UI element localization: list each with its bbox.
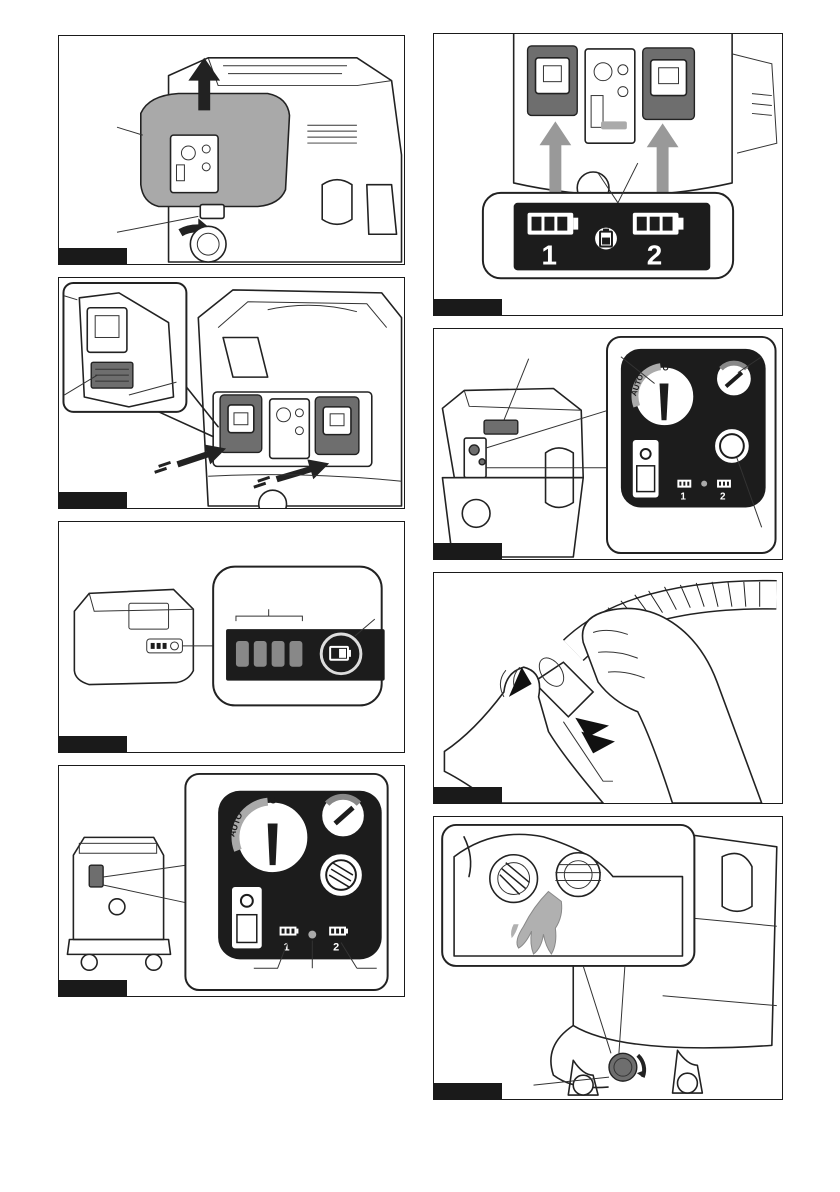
figure-tab xyxy=(434,543,502,559)
figure-hose-connect xyxy=(433,572,783,804)
figure-drain-cap xyxy=(433,816,783,1100)
right-hand xyxy=(583,608,762,803)
figure-tab xyxy=(59,980,127,996)
svg-text:I: I xyxy=(297,803,299,813)
battery-lamp-icon xyxy=(717,480,731,488)
hose-connect-illustration xyxy=(434,573,782,803)
battery-icon xyxy=(220,395,262,453)
figure-battery-indicator xyxy=(58,521,405,753)
battery-indicator-illustration xyxy=(59,522,404,752)
svg-text:1: 1 xyxy=(680,492,686,503)
figure-tab xyxy=(59,736,127,752)
drain-cap-illustration xyxy=(434,817,782,1099)
battery-insert-illustration xyxy=(59,278,404,508)
figure-battery-insert xyxy=(58,277,405,509)
svg-text:O: O xyxy=(663,364,669,373)
svg-text:2: 2 xyxy=(333,941,339,953)
figure-control-panel: AUTO O I 1 2 xyxy=(58,765,405,997)
figure-tab xyxy=(434,787,502,803)
control-panel-illustration: AUTO O I 1 2 xyxy=(59,766,404,996)
battery-lamp-icon xyxy=(528,213,579,235)
svg-text:2: 2 xyxy=(647,239,662,270)
svg-text:1: 1 xyxy=(541,239,556,270)
svg-text:2: 2 xyxy=(720,492,726,503)
figure-battery-cover xyxy=(58,35,405,265)
battery-icon xyxy=(315,397,359,455)
drain-cap xyxy=(609,1053,637,1081)
figure-tab xyxy=(434,299,502,315)
figure-switch-overview: AUTO O I 1 2 xyxy=(433,328,783,560)
battery-icon xyxy=(528,46,578,116)
figure-tab xyxy=(59,248,127,264)
figure-tab xyxy=(59,492,127,508)
battery-status-icon xyxy=(595,228,617,250)
switch-overview-illustration: AUTO O I 1 2 xyxy=(434,329,782,559)
cover-latch xyxy=(200,205,224,219)
battery-lamp-icon xyxy=(677,480,691,488)
svg-text:O: O xyxy=(270,796,277,806)
battery-lamps-illustration: 1 2 xyxy=(434,34,782,315)
battery-lamp-icon xyxy=(329,927,348,936)
battery-lamp-icon xyxy=(280,927,299,936)
battery-lamp-icon xyxy=(633,213,684,235)
figure-tab xyxy=(434,1083,502,1099)
figure-battery-lamps: 1 2 xyxy=(433,33,783,316)
svg-text:I: I xyxy=(685,370,687,379)
battery-cover-illustration xyxy=(59,36,404,264)
battery-icon xyxy=(643,48,695,119)
